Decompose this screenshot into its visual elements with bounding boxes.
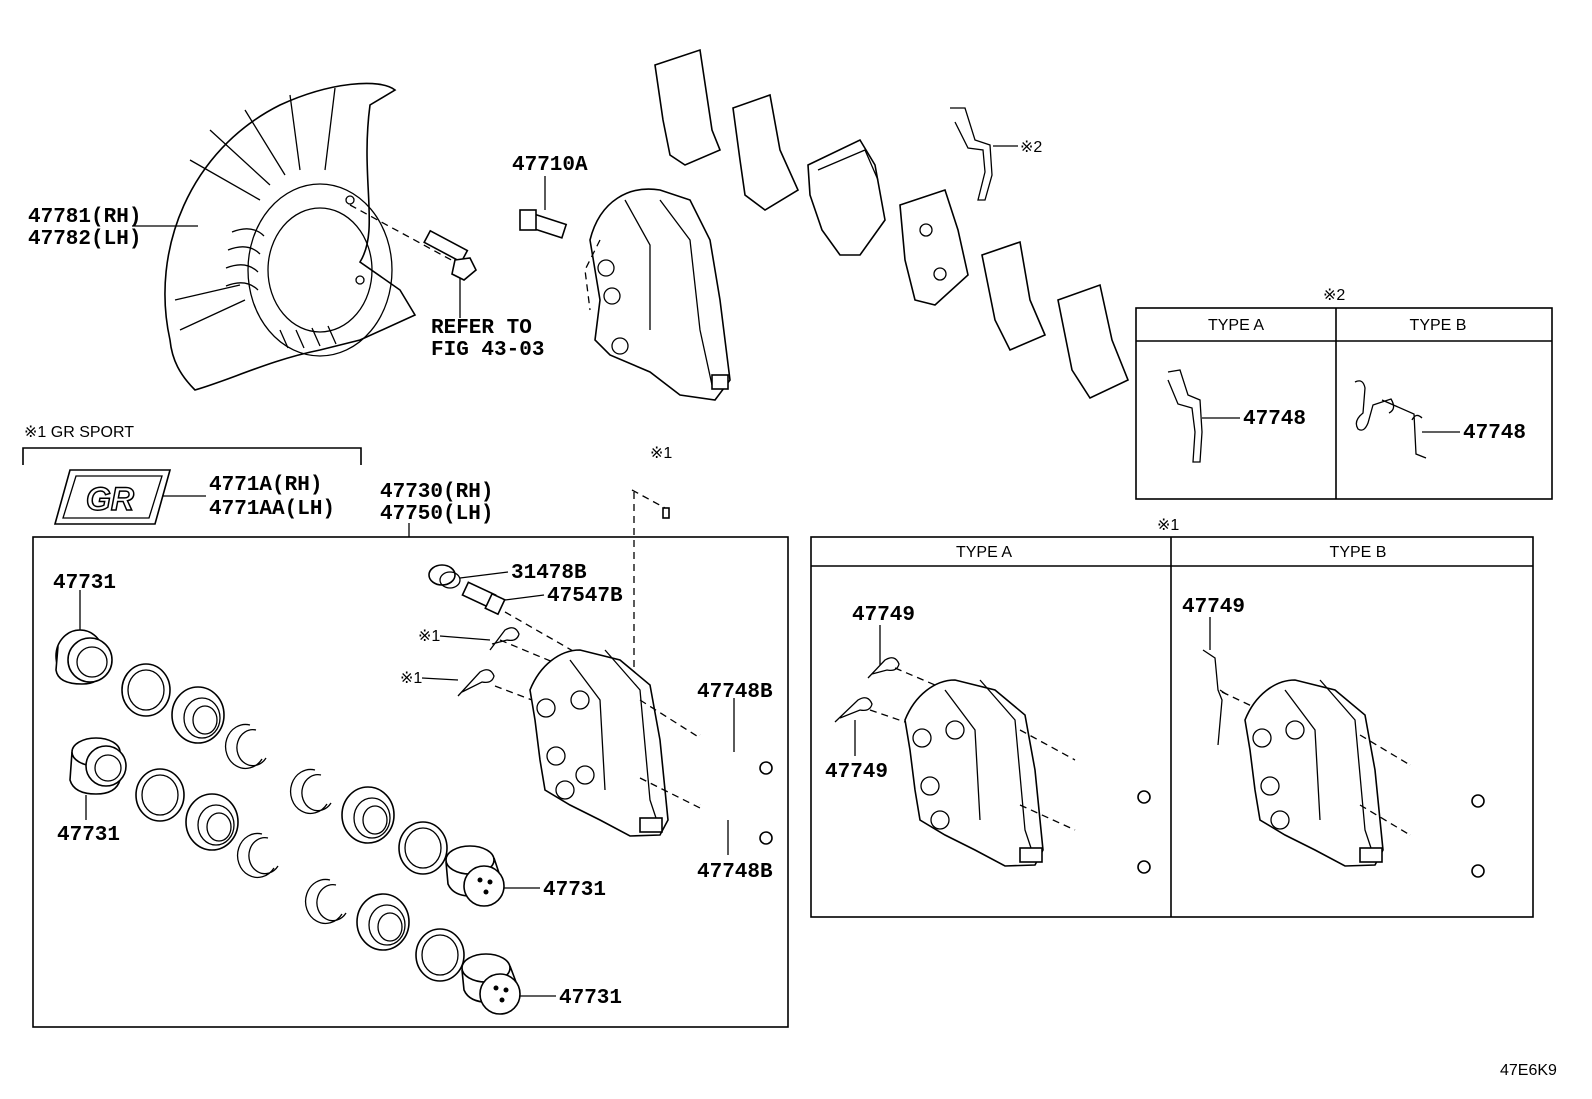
caliper-pin-bottom[interactable] — [699, 803, 773, 845]
gr-logo-text: GR — [86, 481, 134, 517]
pin-type-a-top[interactable] — [1074, 758, 1151, 804]
pad-clip-type-a-2[interactable] — [834, 697, 873, 723]
label-gr-rh: 4771A(RH) — [209, 474, 322, 497]
seal-ring-4[interactable] — [415, 928, 465, 982]
label-shield-lh: 47782(LH) — [28, 228, 141, 251]
brake-pad-1[interactable] — [807, 138, 886, 256]
label-shield-rh: 47781(RH) — [28, 206, 141, 229]
note1-panel — [810, 536, 1534, 918]
note2-panel — [1135, 307, 1553, 500]
note2-type-b: TYPE B — [1410, 317, 1467, 334]
seal-ring-3[interactable] — [398, 821, 448, 875]
note1-marker-mid: ※1 — [650, 445, 672, 462]
gr-emblem[interactable]: GR — [53, 469, 172, 525]
catalog-code: 47E6K9 — [1500, 1062, 1557, 1079]
label-caliper-bolt: 47710A — [512, 154, 588, 177]
label-piston-4: 47731 — [559, 987, 622, 1010]
shield-bolt[interactable] — [423, 229, 477, 281]
note2-marker-top: ※2 — [1020, 139, 1042, 156]
pin-type-b-bottom[interactable] — [1409, 833, 1485, 878]
label-caliper-lh: 47750(LH) — [380, 503, 493, 526]
label-gr-lh: 4771AA(LH) — [209, 498, 335, 521]
seal-ring-2[interactable] — [135, 768, 185, 822]
label-pin-top: 47748B — [697, 681, 773, 704]
pad-clip-type-b[interactable] — [1354, 380, 1427, 459]
note1-panel-marker: ※1 — [1157, 517, 1179, 534]
pad-clip-type-b[interactable] — [1202, 649, 1227, 746]
pad-clip-a[interactable] — [489, 627, 520, 651]
note1-clip-b: ※1 — [400, 670, 422, 687]
pad-shim-3[interactable] — [981, 240, 1047, 352]
retainer-ring-1[interactable] — [224, 723, 267, 770]
note2-part-a: 47748 — [1243, 408, 1306, 431]
note1-clip-a: ※1 — [418, 628, 440, 645]
caliper-pin-top[interactable] — [699, 733, 773, 775]
note2-panel-marker: ※2 — [1323, 287, 1345, 304]
piston-2[interactable] — [69, 737, 127, 795]
pad-shim-2[interactable] — [732, 93, 800, 211]
seal-ring-1[interactable] — [121, 663, 171, 717]
note2-type-a: TYPE A — [1208, 317, 1264, 334]
label-piston-2: 47731 — [57, 824, 120, 847]
label-pin-bottom: 47748B — [697, 861, 773, 884]
pin-type-b-top[interactable] — [1409, 763, 1485, 808]
note2-part-b: 47748 — [1463, 422, 1526, 445]
piston-4[interactable] — [461, 953, 521, 1015]
piston-3[interactable] — [445, 845, 505, 907]
note1-type-a: TYPE A — [956, 544, 1012, 561]
caliper-type-a[interactable] — [904, 679, 1044, 867]
pad-clip-type-a[interactable] — [1167, 369, 1203, 463]
caliper-mount-bolt[interactable] — [519, 209, 568, 239]
caliper-top[interactable] — [589, 188, 731, 401]
retainer-ring-3[interactable] — [289, 768, 332, 815]
bleeder-plug[interactable] — [461, 581, 506, 616]
caliper-main[interactable] — [529, 649, 669, 837]
retainer-ring-4[interactable] — [304, 878, 347, 925]
retainer-ring-2[interactable] — [236, 832, 279, 879]
brake-pad-2[interactable] — [899, 188, 969, 306]
caliper-kit-box — [32, 536, 789, 1028]
label-bleeder: 47547B — [547, 585, 623, 608]
pad-clip-type-a-1[interactable] — [867, 657, 900, 679]
pad-clip-top[interactable] — [950, 107, 993, 201]
note1-part-a-top: 47749 — [852, 604, 915, 627]
note-gr-sport: ※1 GR SPORT — [24, 424, 134, 441]
dust-shield[interactable] — [164, 82, 417, 391]
bleeder-cap[interactable] — [428, 564, 461, 589]
label-caliper-rh: 47730(RH) — [380, 481, 493, 504]
pad-shim-1[interactable] — [654, 48, 722, 166]
pad-shim-4[interactable] — [1057, 283, 1130, 400]
note1-part-a-bottom: 47749 — [825, 761, 888, 784]
label-piston-1: 47731 — [53, 572, 116, 595]
label-refer-line2: FIG 43-03 — [431, 339, 544, 362]
label-refer-line1: REFER TO — [431, 317, 532, 340]
note1-type-b: TYPE B — [1330, 544, 1387, 561]
piston-1[interactable] — [55, 629, 113, 685]
pin-type-a-bottom[interactable] — [1074, 828, 1151, 874]
label-piston-3: 47731 — [543, 879, 606, 902]
caliper-type-b[interactable] — [1244, 679, 1384, 867]
gr-bracket — [22, 447, 362, 465]
note1-part-b: 47749 — [1182, 596, 1245, 619]
label-bleeder-cap: 31478B — [511, 562, 587, 585]
pad-clip-b[interactable] — [457, 669, 495, 697]
